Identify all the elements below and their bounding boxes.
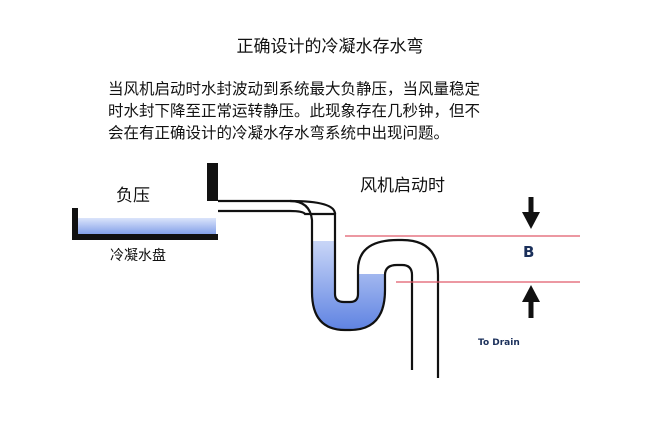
- to-drain-label: To Drain: [478, 338, 520, 348]
- drain-pan-water: [78, 218, 216, 235]
- drain-pan-walls: [72, 208, 218, 240]
- trap-pipe: [218, 199, 440, 378]
- fan-start-label: 风机启动时: [360, 176, 445, 196]
- trap-pipe-inner: [218, 209, 440, 378]
- unit-pipe-stub: [207, 163, 218, 201]
- trap-pipe-outer: [218, 199, 414, 370]
- description-line-1: 当风机启动时水封波动到系统最大负静压，当风量稳定: [108, 80, 480, 98]
- b-marker-label: B: [523, 243, 534, 261]
- negative-pressure-label: 负压: [116, 186, 150, 206]
- trap-water: [312, 241, 385, 330]
- description-line-3: 会在有正确设计的冷凝水存水弯系统中出现问题。: [108, 124, 449, 142]
- up-arrow-icon: [522, 285, 540, 318]
- drain-pan-label: 冷凝水盘: [110, 247, 166, 264]
- diagram-title: 正确设计的冷凝水存水弯: [237, 37, 424, 57]
- down-arrow-icon: [522, 197, 540, 229]
- trap-pipe-top: [289, 199, 337, 215]
- description-line-2: 时水封下降至正常运转静压。此现象存在几秒钟，但不: [108, 102, 480, 120]
- drain-pan: [72, 208, 218, 240]
